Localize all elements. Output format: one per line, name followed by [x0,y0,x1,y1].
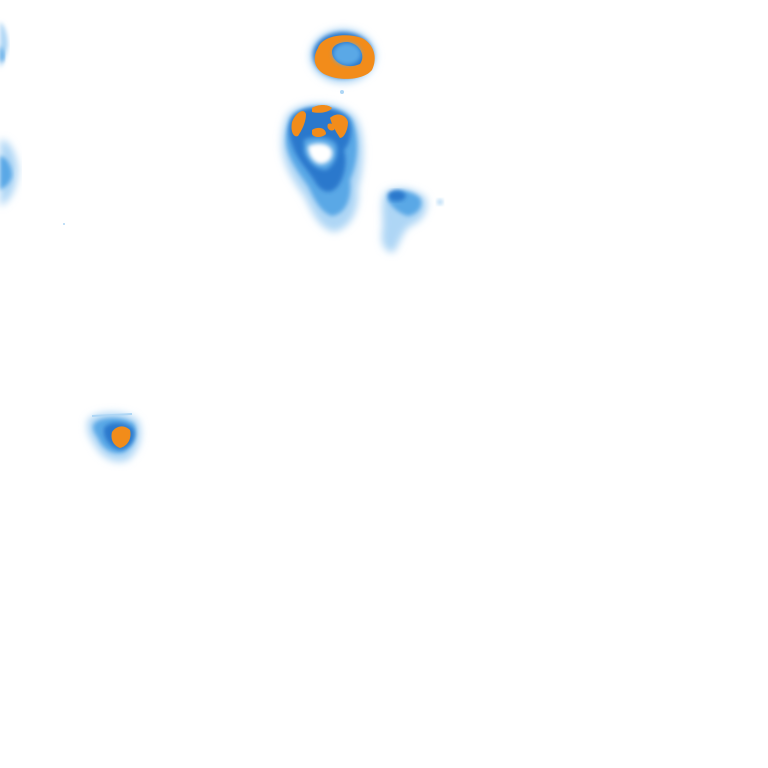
cell-small-right-tail [437,199,443,205]
cell-center-hook-intense-east-inner [327,123,335,131]
cell-center-hook-intense-north [312,105,332,113]
cell-center-hook-intense-center [312,127,326,137]
cell-left-edge-mid-band [0,156,12,190]
cell-small-right [381,188,443,253]
cell-top-left-edge [0,22,8,68]
speckle [63,223,65,225]
cell-center-hook-clear-core [308,143,333,164]
cell-left-edge [0,139,18,206]
cell-center-hook-intense-east [330,114,348,138]
cell-top-center [310,29,376,83]
cell-lower-left [87,412,141,462]
cell-top-left-edge-mid-band [0,46,5,62]
cell-center-hook-intense-west [291,111,306,137]
cell-top-center-inner-fill [333,43,361,65]
cell-lower-left-streak [91,413,133,417]
speckle [340,90,344,94]
cell-lower-left-intense-core [111,426,131,448]
cell-center-hook [281,103,363,232]
cell-small-right-deep-band [388,190,406,202]
cell-top-center-intense-ring [314,35,375,79]
